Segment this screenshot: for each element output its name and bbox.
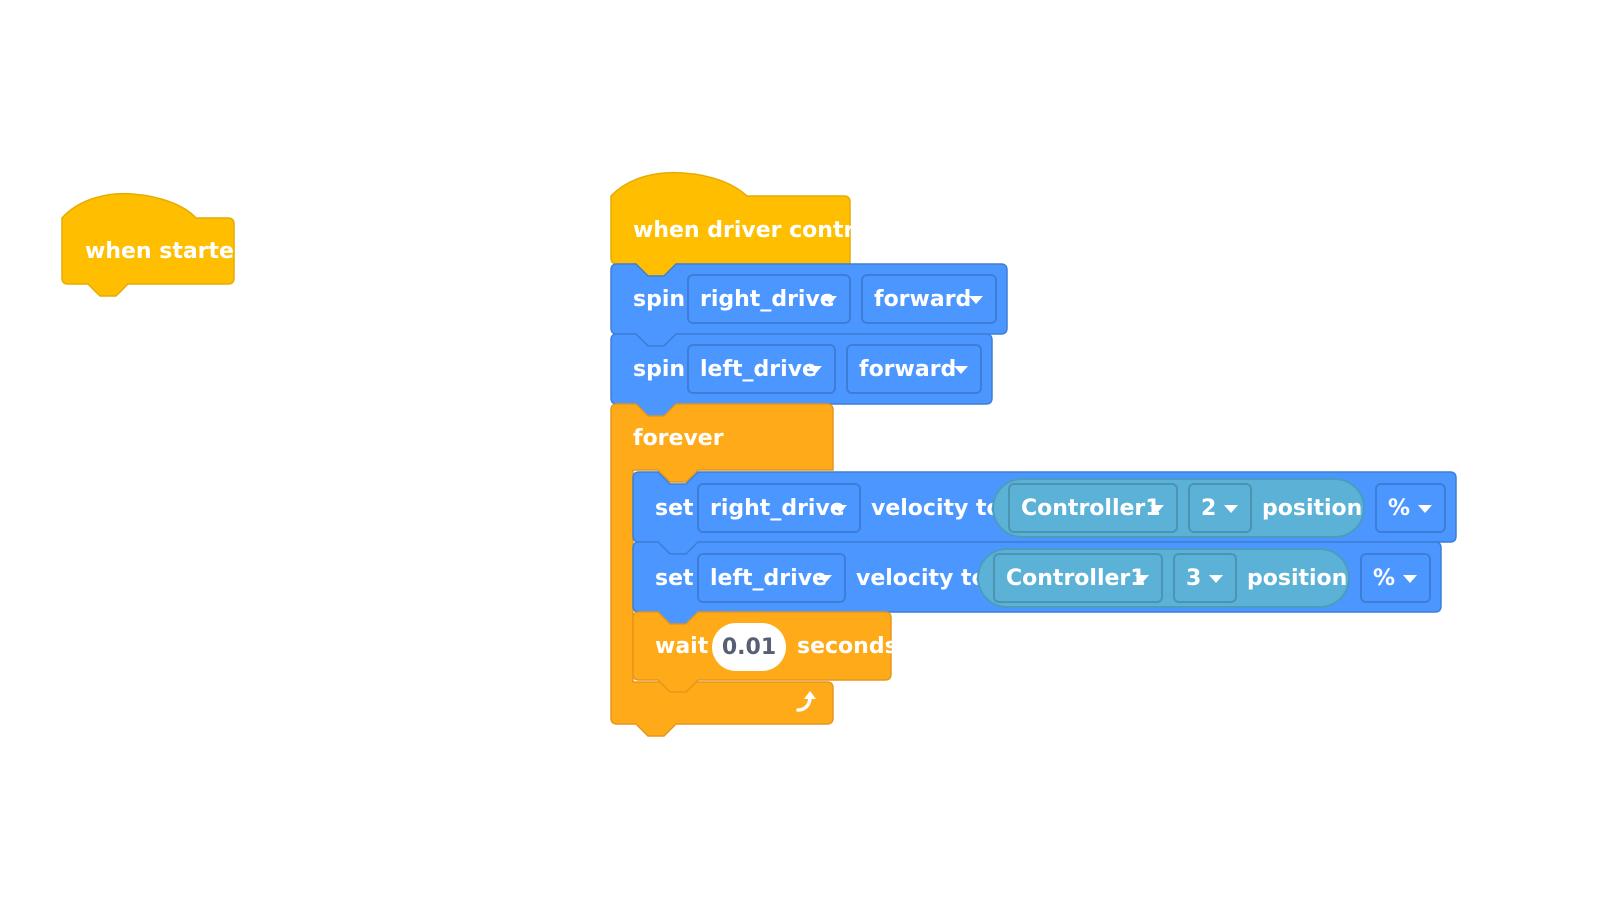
axis-dropdown-value: 3 (1186, 565, 1202, 591)
seconds-label: seconds (797, 634, 898, 659)
direction-dropdown-value: forward (874, 286, 972, 312)
controller-dropdown[interactable]: Controller1 (1008, 483, 1178, 533)
unit-dropdown-value: % (1373, 565, 1396, 591)
when-started-block[interactable] (61, 192, 235, 297)
velocity-to-label: velocity to (856, 566, 987, 591)
motor-dropdown-value: left_drive (710, 565, 827, 591)
spin-keyword: spin (633, 287, 686, 312)
dropdown-arrow-icon (1418, 505, 1432, 513)
motor-dropdown-value: right_drive (710, 495, 845, 521)
motor-dropdown-right[interactable]: right_drive (697, 483, 861, 533)
velocity-to-label: velocity to (871, 496, 1002, 521)
direction-dropdown-left[interactable]: forward (846, 344, 982, 394)
dropdown-arrow-icon (808, 366, 822, 374)
controller-dropdown-value: Controller1 (1021, 495, 1161, 521)
dropdown-arrow-icon (1135, 575, 1149, 583)
dropdown-arrow-icon (1224, 505, 1238, 513)
dropdown-arrow-icon (1209, 575, 1223, 583)
axis-dropdown-value: 2 (1201, 495, 1217, 521)
dropdown-arrow-icon (818, 575, 832, 583)
motor-dropdown-left[interactable]: left_drive (687, 344, 836, 394)
set-keyword: set (655, 566, 694, 591)
spin-keyword: spin (633, 357, 686, 382)
dropdown-arrow-icon (1403, 575, 1417, 583)
when-started-label: when started (85, 239, 250, 264)
motor-dropdown-right[interactable]: right_drive (687, 274, 851, 324)
dropdown-arrow-icon (1150, 505, 1164, 513)
direction-dropdown-value: forward (859, 356, 957, 382)
loop-arrow-icon (796, 691, 816, 712)
motor-dropdown-value: left_drive (700, 356, 817, 382)
when-driver-control-label: when driver control (633, 218, 877, 243)
unit-dropdown[interactable]: % (1360, 553, 1431, 603)
motor-dropdown-value: right_drive (700, 286, 835, 312)
wait-keyword: wait (655, 634, 709, 659)
position-label: position (1262, 496, 1363, 521)
dropdown-arrow-icon (969, 296, 983, 304)
forever-label: forever (633, 426, 724, 451)
wait-duration-input[interactable]: 0.01 (712, 623, 786, 671)
controller-dropdown[interactable]: Controller1 (993, 553, 1163, 603)
set-keyword: set (655, 496, 694, 521)
axis-dropdown[interactable]: 3 (1173, 553, 1237, 603)
controller-dropdown-value: Controller1 (1006, 565, 1146, 591)
dropdown-arrow-icon (823, 296, 837, 304)
axis-dropdown[interactable]: 2 (1188, 483, 1252, 533)
position-label: position (1247, 566, 1348, 591)
motor-dropdown-left[interactable]: left_drive (697, 553, 846, 603)
dropdown-arrow-icon (954, 366, 968, 374)
direction-dropdown-right[interactable]: forward (861, 274, 997, 324)
unit-dropdown[interactable]: % (1375, 483, 1446, 533)
unit-dropdown-value: % (1388, 495, 1411, 521)
dropdown-arrow-icon (833, 505, 847, 513)
